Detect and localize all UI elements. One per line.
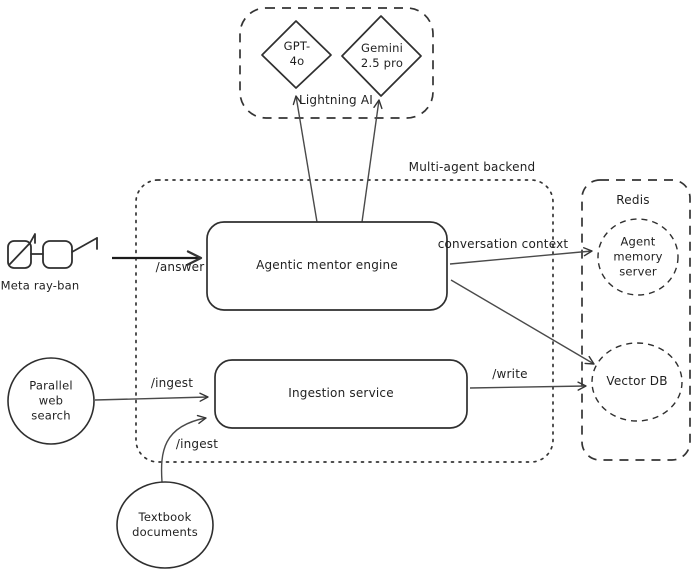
meta-rayban-label: Meta ray-ban — [0, 278, 80, 293]
ingest-docs-edge-label: /ingest — [175, 437, 219, 452]
agent-memory-server-circle — [597, 218, 679, 296]
multi-agent-backend-group-label: Multi-agent backend — [408, 160, 536, 175]
meta-rayban-glasses-icon — [7, 233, 98, 269]
gemini-diamond — [341, 15, 422, 97]
gpt4o-label: GPT- 4o — [283, 39, 311, 68]
mentor-engine-box — [206, 221, 448, 311]
ingest-web-edge-label: /ingest — [150, 376, 194, 391]
ingestion-service-box — [214, 359, 468, 429]
edge-mentor-to-vector-db-arrow — [450, 279, 595, 365]
redis-group-box — [581, 179, 691, 461]
multi-agent-backend-group-box — [135, 179, 554, 463]
lightning-ai-group-box — [239, 7, 434, 119]
answer-edge-label: /answer — [155, 260, 205, 275]
ingestion-service-label: Ingestion service — [288, 386, 394, 401]
parallel-web-search-circle — [7, 357, 95, 445]
write-edge-label: /write — [492, 367, 528, 382]
parallel-web-search-label: Parallel web search — [29, 378, 73, 423]
mentor-engine-label: Agentic mentor engine — [256, 258, 398, 273]
lightning-ai-group-label: Lightning AI — [298, 93, 374, 108]
redis-group-label: Redis — [616, 193, 650, 208]
vector-db-label: Vector DB — [606, 374, 668, 389]
edge-ingest-docs-arrow — [160, 414, 207, 483]
gpt4o-diamond — [261, 20, 332, 89]
gemini-label: Gemini 2.5 pro — [360, 41, 404, 70]
vector-db-circle — [591, 342, 683, 422]
textbook-documents-label: Textbook documents — [132, 510, 198, 539]
textbook-documents-circle — [116, 481, 214, 569]
conversation-context-edge-label: conversation context — [437, 237, 569, 252]
edge-mentor-to-gemini-arrow — [361, 99, 383, 223]
edge-mentor-to-gpt4o-arrow — [292, 95, 318, 223]
edge-ingest-web-arrow — [94, 392, 209, 402]
agent-memory-server-label: Agent memory server — [613, 234, 663, 279]
edge-write-arrow — [469, 381, 587, 391]
edge-conversation-context-arrow — [449, 247, 593, 265]
